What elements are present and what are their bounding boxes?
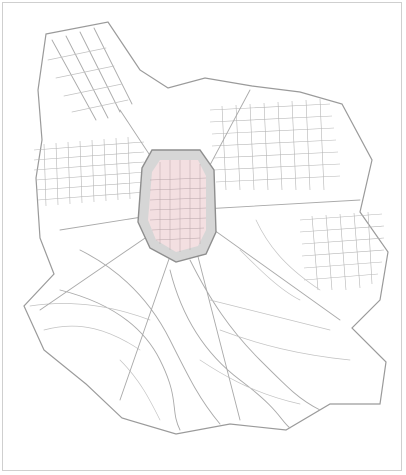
- historic-center: [137, 149, 217, 263]
- west-grid: [33, 136, 147, 207]
- northeast-grid: [209, 98, 341, 191]
- north-corridor: [47, 27, 133, 121]
- urban-boundary: [23, 21, 389, 435]
- east-grid: [299, 211, 385, 291]
- south-streets: [29, 219, 351, 431]
